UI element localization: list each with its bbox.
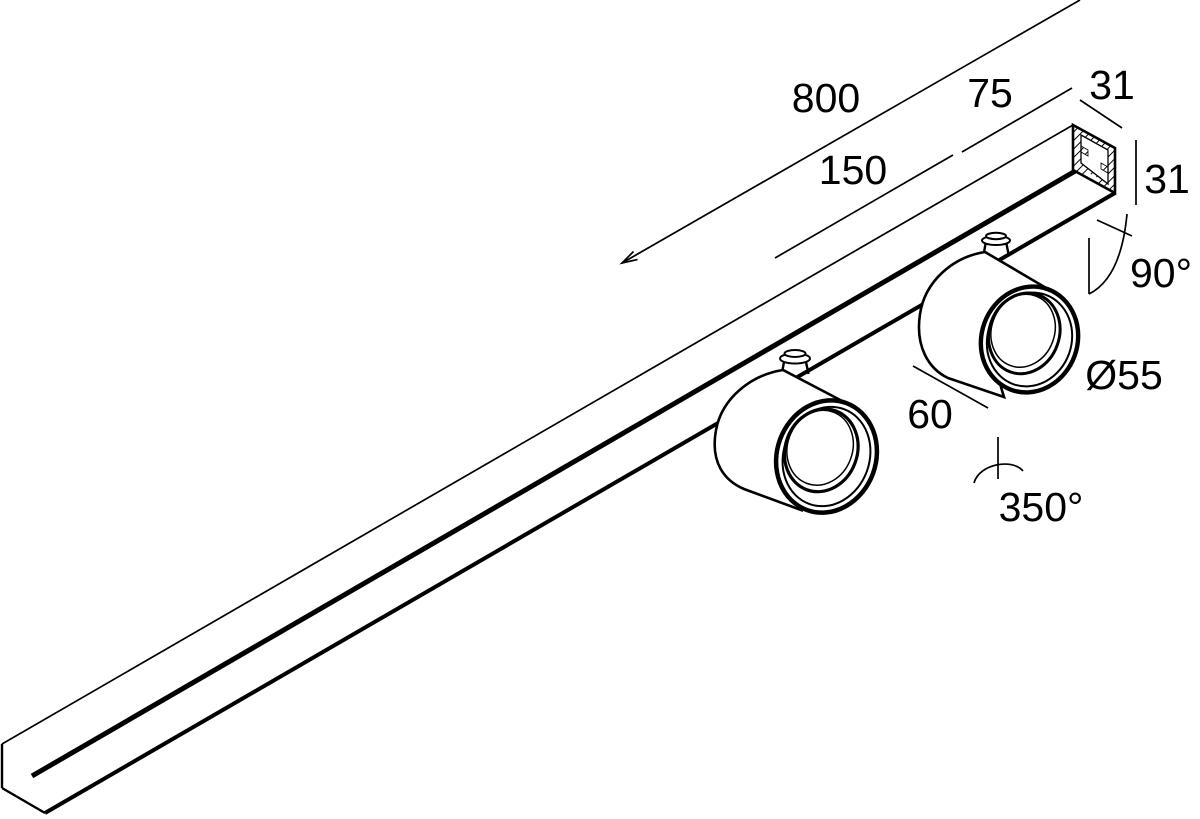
spot-right-stem-right-edge — [1005, 243, 1010, 255]
rotation-350-icon — [973, 437, 1024, 484]
dim-line-800 — [621, 0, 1081, 264]
profile-cross-section — [1071, 122, 1117, 196]
dim-line-31-width — [1079, 99, 1123, 129]
dimension-labels: 800 150 75 31 31 90° Ø55 60 350° — [792, 62, 1192, 530]
spot-left-lens-rim — [782, 407, 860, 494]
track-profile — [0, 124, 1117, 815]
dim-label-60: 60 — [907, 391, 953, 437]
cross-section-inner-edge — [1080, 133, 1109, 186]
dim-line-60 — [912, 365, 989, 409]
dim-line-150 — [774, 154, 954, 259]
dim-label-350deg: 350° — [999, 484, 1084, 530]
spot-right-lens-rim — [987, 291, 1062, 376]
cross-section-face — [1073, 125, 1115, 193]
cross-section-outline — [1071, 122, 1117, 196]
dim-label-150: 150 — [819, 147, 887, 193]
spot-right-mount-flange-top — [985, 231, 1007, 241]
tilt-90-icon — [1088, 213, 1133, 295]
dim-line-75 — [961, 87, 1073, 153]
dim-label-31-width: 31 — [1089, 62, 1135, 108]
profile-front-top-ridge — [30, 145, 1117, 779]
dim-label-31-height: 31 — [1144, 156, 1190, 202]
dim-label-90deg: 90° — [1130, 250, 1192, 296]
spot-right-lens-inner-edge — [990, 293, 1057, 368]
spot-left-front-face — [773, 398, 880, 515]
spot-left-stem-right-edge — [804, 361, 810, 375]
spotlight-left — [713, 349, 880, 515]
dimension-lines — [619, 0, 1137, 484]
spotlight-right — [917, 231, 1081, 400]
spot-left-mount-flange-top — [783, 349, 807, 358]
dim-label-diameter: Ø55 — [1085, 352, 1163, 398]
profile-near-end-bottom-edge — [1, 786, 46, 815]
spot-left-lens-inner-edge — [786, 409, 855, 486]
dim-label-800: 800 — [792, 75, 860, 121]
spot-right-front-face — [978, 284, 1081, 395]
profile-back-top-edge — [1, 124, 1074, 745]
dimension-arrow-icon — [619, 250, 638, 265]
dim-label-75: 75 — [967, 70, 1013, 116]
